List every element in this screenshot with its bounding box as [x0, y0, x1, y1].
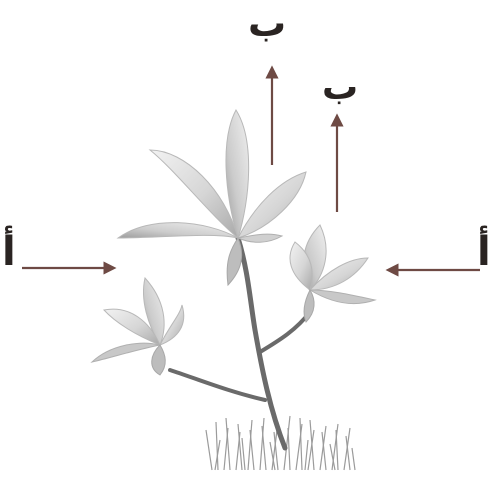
- label-top-center: ب: [248, 4, 286, 42]
- stems: [170, 238, 310, 448]
- label-top-right: ب: [322, 70, 358, 106]
- right-flower: [290, 225, 375, 322]
- label-left: أ: [2, 232, 16, 272]
- left-flower: [92, 278, 184, 375]
- label-right: أ: [477, 232, 491, 272]
- main-flower: [118, 110, 306, 285]
